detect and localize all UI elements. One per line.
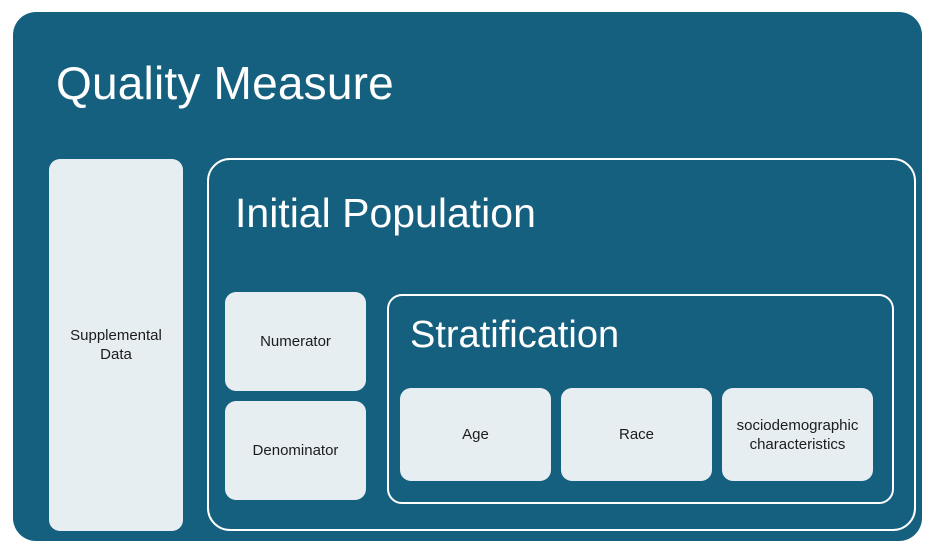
initial-population-title: Initial Population	[235, 190, 536, 236]
stratification-sociodemographic-label: sociodemographic characteristics	[736, 416, 859, 453]
initial-population-container: Initial Population Numerator Denominator…	[207, 158, 916, 531]
numerator-card: Numerator	[225, 292, 366, 391]
denominator-label: Denominator	[252, 442, 339, 459]
stratification-card-race: Race	[561, 388, 712, 481]
quality-measure-container: Quality Measure Supplemental Data Initia…	[13, 12, 922, 541]
stratification-age-label: Age	[462, 426, 489, 443]
population-components-group: Numerator Denominator	[225, 292, 366, 500]
stratification-card-sociodemographic: sociodemographic characteristics	[722, 388, 873, 481]
denominator-card: Denominator	[225, 401, 366, 500]
stratification-categories-group: Age Race sociodemographic characteristic…	[400, 388, 873, 481]
stratification-card-age: Age	[400, 388, 551, 481]
quality-measure-title: Quality Measure	[56, 57, 394, 109]
supplemental-data-card: Supplemental Data	[49, 159, 183, 531]
numerator-label: Numerator	[260, 333, 331, 350]
supplemental-data-label: Supplemental Data	[70, 327, 162, 363]
stratification-title: Stratification	[410, 314, 620, 356]
stratification-race-label: Race	[618, 426, 655, 443]
stratification-container: Stratification Age Race sociodemographic…	[387, 294, 894, 504]
